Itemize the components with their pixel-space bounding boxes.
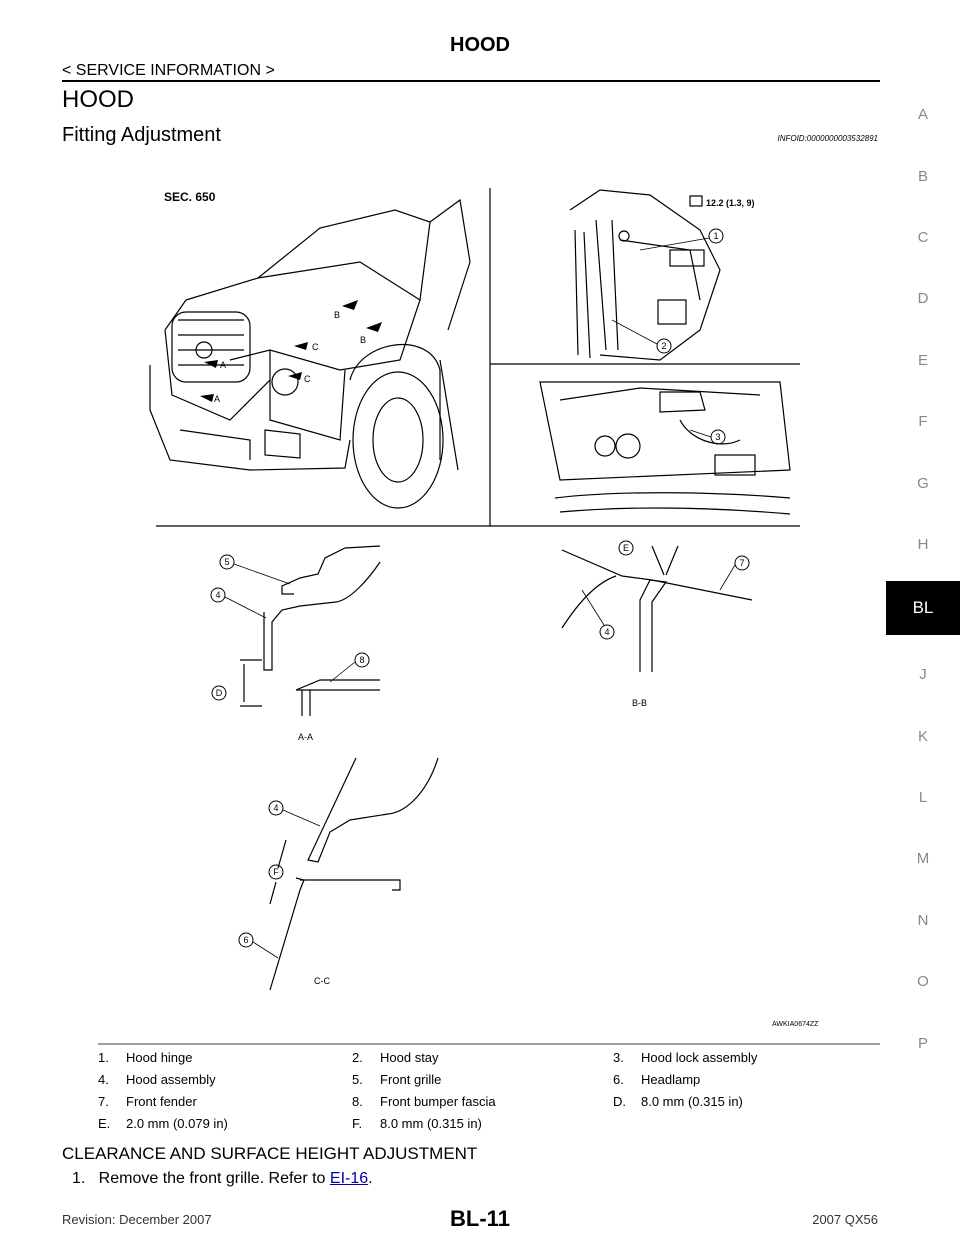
ei-16-link[interactable]: EI-16	[329, 1170, 369, 1187]
procedure-step-1: 1. Remove the front grille. Refer to EI-…	[72, 1170, 373, 1187]
legend-item: 2.Hood stay	[352, 1050, 439, 1065]
callout-8: 8	[359, 655, 364, 665]
legend-row: 7.Front fender 8.Front bumper fascia D.8…	[98, 1094, 858, 1116]
side-tab-l[interactable]: L	[918, 789, 928, 806]
legend-item: 3.Hood lock assembly	[613, 1050, 758, 1065]
side-tab-g[interactable]: G	[917, 475, 929, 492]
arrow-label-a: A	[220, 360, 226, 370]
figure-id: AWKIA0674ZZ	[772, 1021, 819, 1028]
side-tab-d[interactable]: D	[917, 290, 929, 307]
side-tab-j[interactable]: J	[919, 666, 927, 683]
vehicle-illustration	[149, 198, 471, 509]
side-tab-o[interactable]: O	[917, 973, 929, 990]
arrow-label-a: A	[214, 394, 220, 404]
section-arrows	[200, 300, 382, 402]
side-tab-e[interactable]: E	[917, 352, 928, 369]
callout-circles	[210, 228, 750, 948]
arrow-label-c: C	[312, 342, 319, 352]
side-tab-n[interactable]: N	[917, 912, 929, 929]
callout-5: 5	[224, 557, 229, 567]
legend-item: F.8.0 mm (0.315 in)	[352, 1116, 482, 1131]
side-tab-f[interactable]: F	[918, 413, 928, 430]
callout-6: 6	[243, 935, 248, 945]
legend-table: 1.Hood hinge 2.Hood stay 3.Hood lock ass…	[98, 1050, 858, 1138]
side-tab-k[interactable]: K	[917, 728, 928, 745]
legend-item: E.2.0 mm (0.079 in)	[98, 1116, 228, 1131]
callout-2: 2	[661, 341, 666, 351]
callout-4: 4	[215, 590, 220, 600]
legend-row: 4.Hood assembly 5.Front grille 6.Headlam…	[98, 1072, 858, 1094]
arrow-label-b: B	[334, 310, 340, 320]
leader-lines	[224, 237, 736, 959]
side-tab-m[interactable]: M	[916, 850, 930, 867]
view-label-a-a: A-A	[298, 732, 313, 742]
subsection-title: Fitting Adjustment	[62, 124, 221, 146]
hood-lock-illustration	[539, 381, 791, 515]
section-a-a-illustration	[240, 545, 381, 716]
callout-4: 4	[604, 627, 609, 637]
callout-f: F	[273, 867, 279, 877]
legend-row: E.2.0 mm (0.079 in) F.8.0 mm (0.315 in)	[98, 1116, 858, 1138]
view-label-b-b: B-B	[632, 698, 647, 708]
callout-d: D	[216, 688, 223, 698]
legend-item: D.8.0 mm (0.315 in)	[613, 1094, 743, 1109]
callout-3: 3	[715, 432, 720, 442]
footer-revision: Revision: December 2007	[62, 1212, 212, 1227]
footer-model: 2007 QX56	[812, 1212, 878, 1227]
arrow-label-b: B	[360, 335, 366, 345]
callout-e: E	[623, 543, 629, 553]
arrow-label-c: C	[304, 374, 311, 384]
sec-label: SEC. 650	[164, 190, 216, 204]
info-id: INFOID:0000000003532891	[777, 134, 878, 143]
header-rule	[62, 80, 880, 82]
breadcrumb: < SERVICE INFORMATION >	[62, 62, 275, 79]
legend-item: 4.Hood assembly	[98, 1072, 216, 1087]
hinge-stay-illustration	[569, 189, 721, 361]
legend-item: 7.Front fender	[98, 1094, 197, 1109]
adjustment-title: CLEARANCE AND SURFACE HEIGHT ADJUSTMENT	[62, 1144, 478, 1163]
page-header-title: HOOD	[450, 34, 510, 56]
legend-item: 1.Hood hinge	[98, 1050, 193, 1065]
torque-wrench-icon	[689, 195, 703, 207]
legend-item: 5.Front grille	[352, 1072, 442, 1087]
footer-page-number: BL-11	[450, 1206, 510, 1231]
side-tab-b[interactable]: B	[917, 168, 928, 185]
callout-1: 1	[713, 231, 718, 241]
side-tab-h[interactable]: H	[917, 536, 929, 553]
side-tab-bl[interactable]: BL	[886, 581, 960, 635]
section-b-b-illustration	[561, 545, 753, 672]
view-label-c-c: C-C	[314, 976, 330, 986]
legend-item: 8.Front bumper fascia	[352, 1094, 496, 1109]
side-tab-p[interactable]: P	[917, 1035, 928, 1052]
section-title: HOOD	[62, 86, 134, 113]
callout-7: 7	[739, 558, 744, 568]
callout-4: 4	[273, 803, 278, 813]
legend-item: 6.Headlamp	[613, 1072, 701, 1087]
legend-row: 1.Hood hinge 2.Hood stay 3.Hood lock ass…	[98, 1050, 858, 1072]
section-c-c-illustration	[269, 757, 439, 991]
torque-value: 12.2 (1.3, 9)	[706, 198, 755, 208]
side-tab-c[interactable]: C	[917, 229, 929, 246]
side-tab-a[interactable]: A	[917, 106, 928, 123]
